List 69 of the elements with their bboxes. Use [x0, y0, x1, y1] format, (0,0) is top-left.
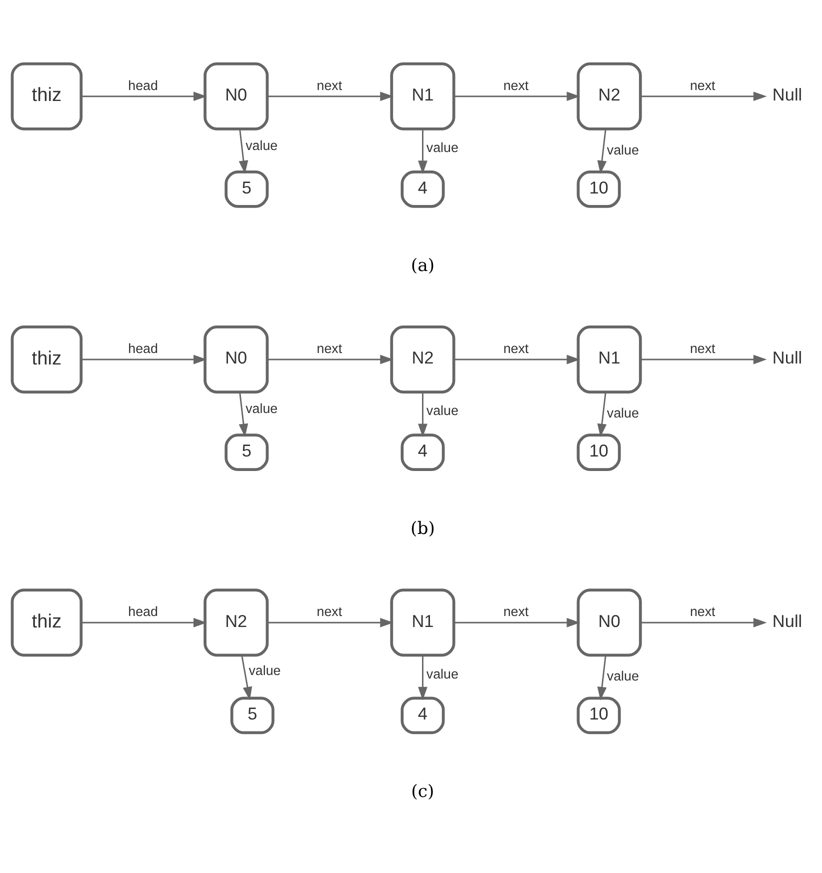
node-box: 10: [576, 696, 621, 734]
arrow: [81, 91, 207, 101]
node-box: 10: [576, 170, 621, 208]
arrow: [81, 617, 207, 627]
node-box: N0: [204, 325, 269, 393]
edge-label: next: [503, 340, 529, 356]
arrow: [454, 91, 580, 101]
arrow: [640, 91, 767, 101]
node-box: 5: [224, 433, 269, 470]
node-box: N1: [576, 325, 642, 393]
node-box: 5: [230, 696, 274, 734]
node-text: Null: [772, 347, 802, 368]
edge-label: next: [690, 77, 716, 92]
edge-label: next: [316, 340, 342, 356]
node-box: N0: [576, 588, 642, 656]
arrow: [597, 128, 607, 174]
node-box: thiz: [10, 325, 83, 393]
arrow: [241, 654, 252, 700]
arrow: [418, 128, 428, 174]
edge-label: next: [316, 604, 342, 619]
arrow: [267, 354, 394, 364]
arrow: [418, 654, 428, 700]
arrow: [418, 392, 428, 437]
arrow: [238, 128, 248, 174]
node-text: Null: [772, 610, 802, 630]
node-box: N1: [390, 588, 456, 656]
arrow: [597, 392, 607, 437]
edge-label: value: [606, 668, 639, 684]
edge-label: head: [128, 340, 158, 356]
edge-label: next: [316, 77, 342, 92]
arrow: [267, 617, 394, 627]
arrow: [81, 354, 207, 364]
edge-label: value: [426, 402, 458, 418]
arrow: [454, 617, 580, 627]
node-box: thiz: [10, 62, 83, 130]
arrow: [454, 354, 580, 364]
arrow: [238, 392, 248, 437]
edge-label: next: [503, 604, 529, 619]
node-box: N2: [390, 325, 456, 393]
node-box: 10: [576, 433, 621, 470]
edge-label: value: [246, 137, 278, 152]
edge-label: head: [128, 604, 158, 619]
edge-label: value: [426, 666, 458, 681]
node-box: N1: [390, 62, 456, 130]
node-box: 5: [224, 170, 269, 208]
edge-label: value: [426, 139, 458, 154]
edge-label: value: [246, 400, 278, 416]
node-text: Null: [772, 84, 802, 104]
edge-label: next: [503, 77, 529, 92]
edge-label: head: [128, 77, 158, 92]
edge-label: value: [248, 662, 281, 678]
arrow: [267, 91, 394, 101]
node-box: N2: [576, 62, 642, 130]
node-box: thiz: [10, 588, 83, 656]
label: (c): [411, 782, 434, 802]
arrow: [640, 354, 767, 364]
node-box: 4: [400, 170, 445, 208]
edge-label: next: [690, 604, 716, 619]
arrow: [640, 617, 767, 627]
edge-label: next: [690, 340, 716, 356]
node-box: N2: [204, 588, 269, 656]
label: (a): [410, 255, 435, 276]
edge-label: value: [606, 142, 639, 157]
arrow: [597, 654, 607, 700]
node-box: 4: [400, 433, 445, 470]
label: (b): [410, 518, 435, 539]
edge-label: value: [606, 405, 639, 420]
node-box: 4: [400, 696, 445, 734]
node-box: N0: [204, 62, 269, 130]
